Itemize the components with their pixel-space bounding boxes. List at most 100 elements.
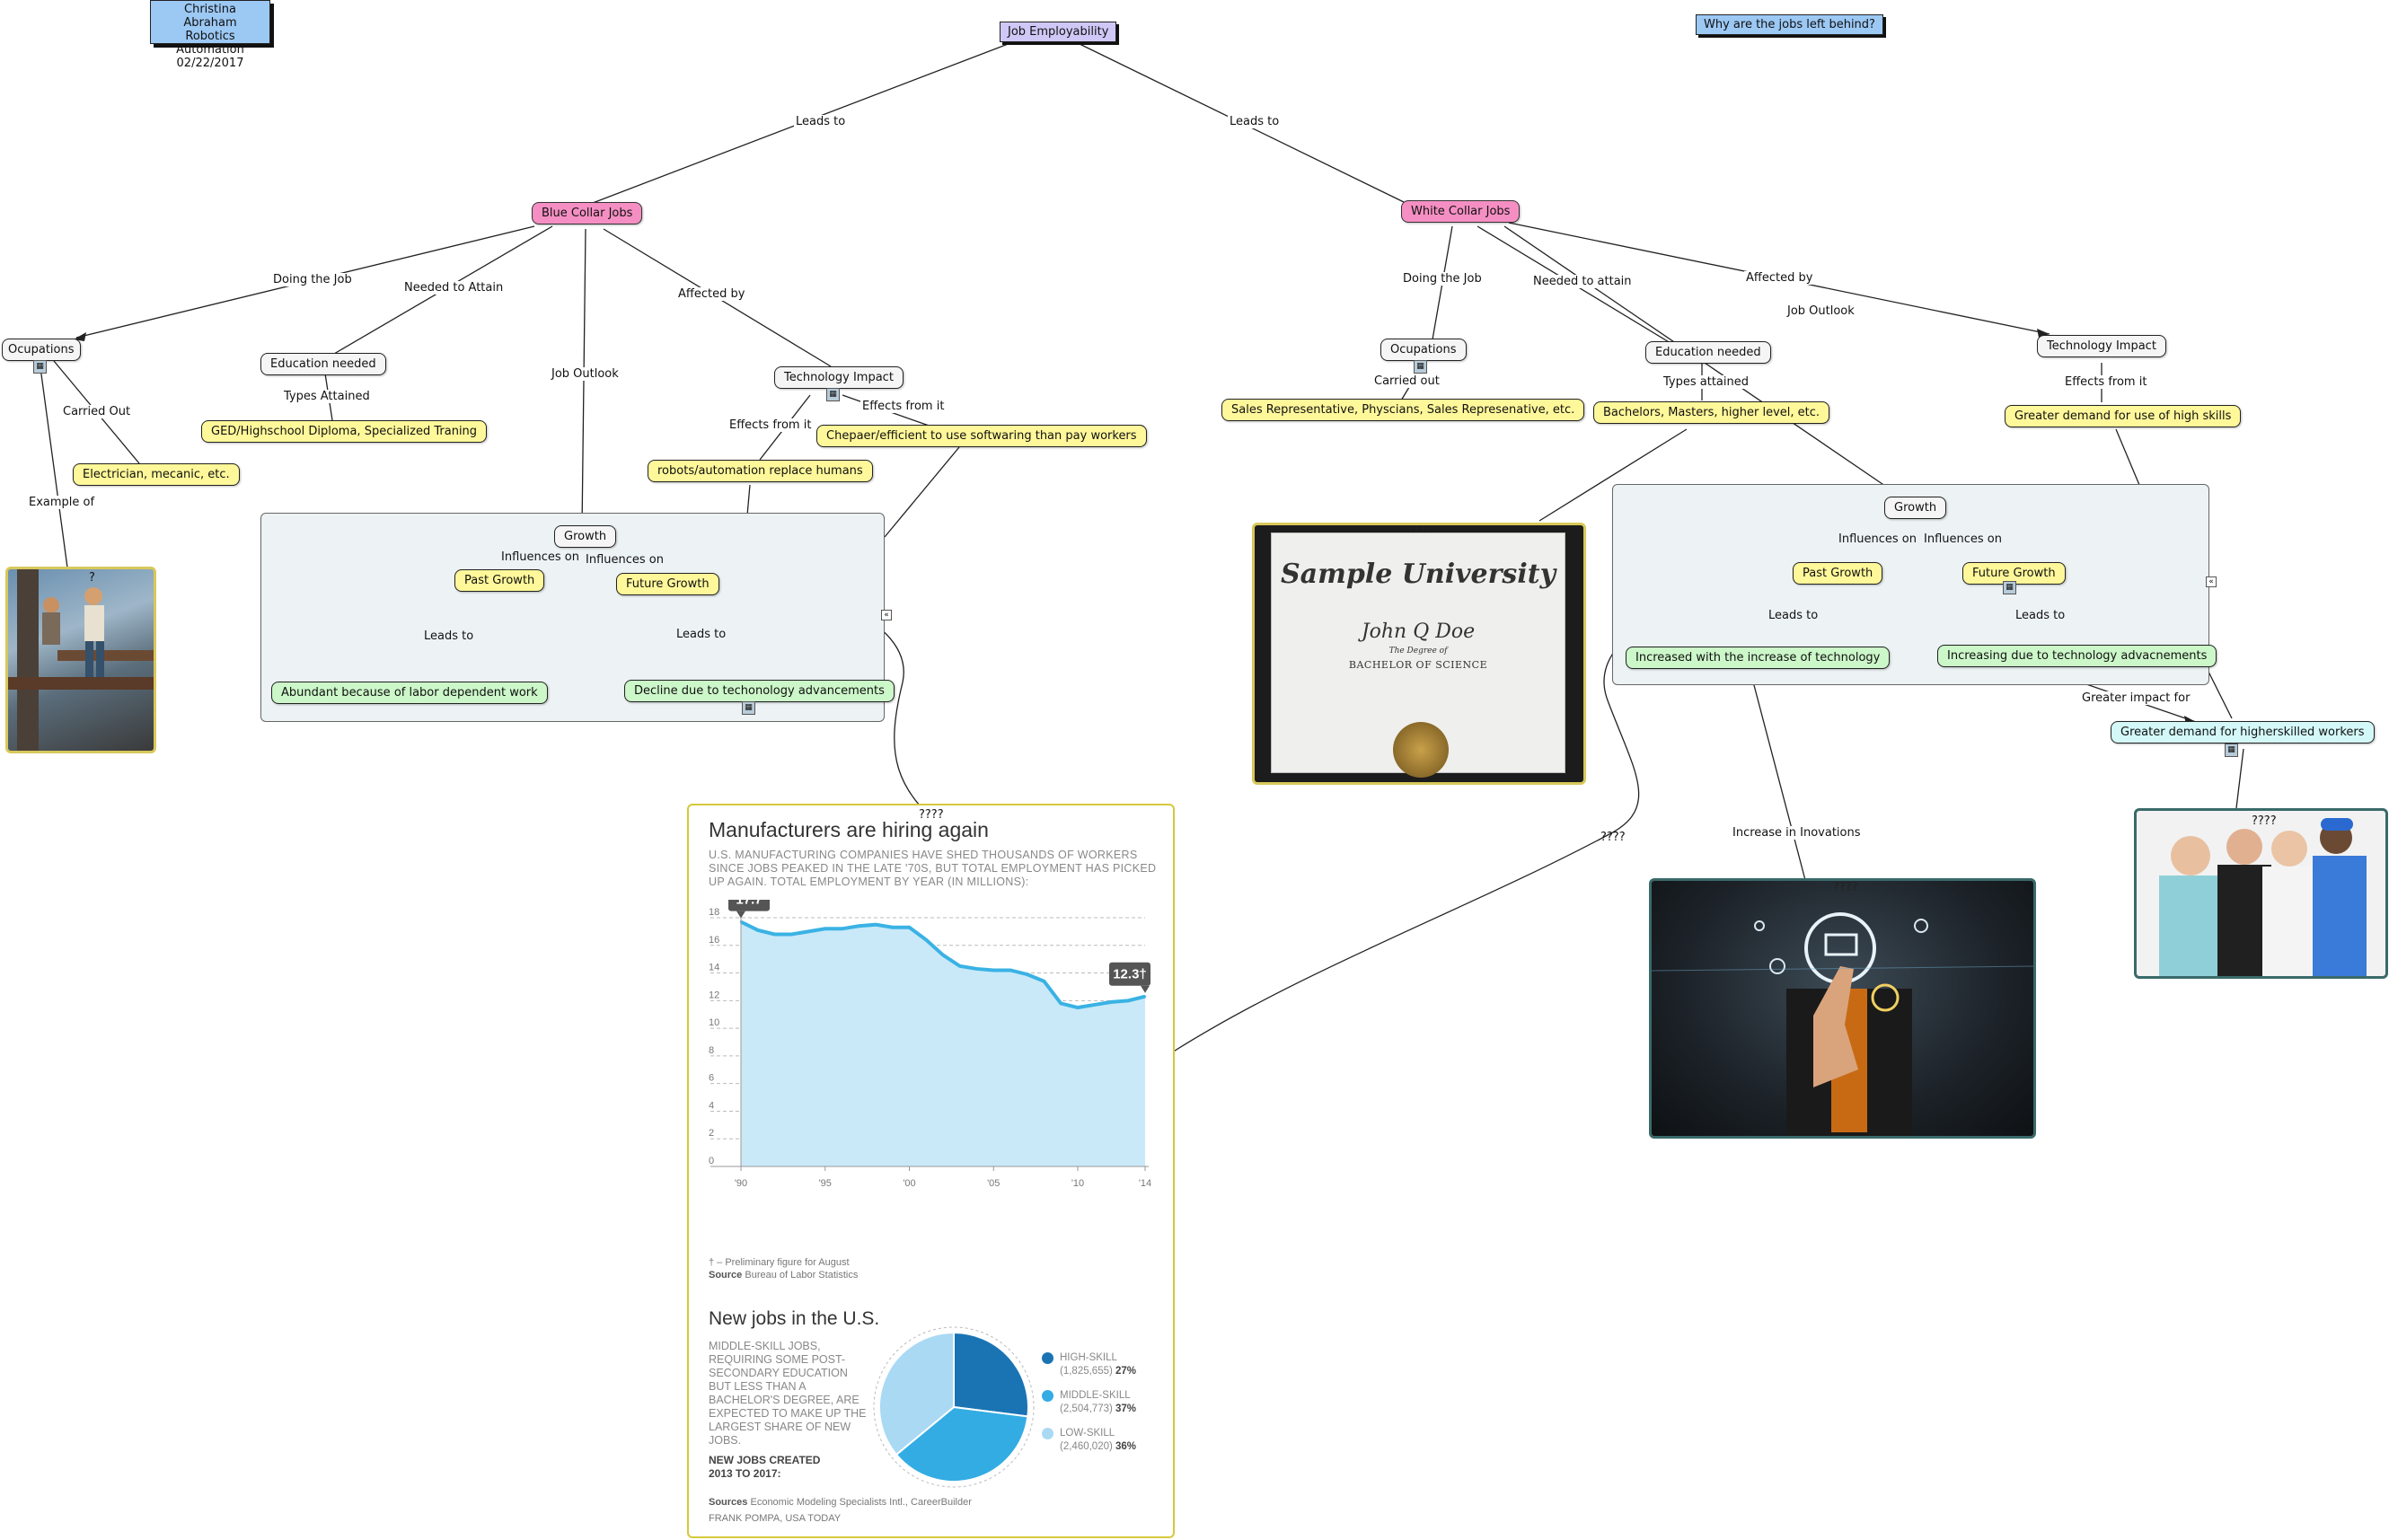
link-label-needed-attain: Needed to Attain bbox=[402, 281, 506, 295]
white-skilled-demand[interactable]: Greater demand for higherskilled workers bbox=[2111, 721, 2375, 744]
data-point bbox=[1026, 972, 1028, 976]
diploma-degree-of: The Degree of bbox=[1388, 647, 1448, 656]
link-label-needed-attain: Needed to attain bbox=[1531, 275, 1634, 288]
author-name: Christina Abraham bbox=[183, 3, 237, 30]
blue-past-growth[interactable]: Past Growth bbox=[454, 569, 545, 592]
white-occupations-node[interactable]: Ocupations bbox=[1380, 339, 1467, 361]
data-point bbox=[1043, 980, 1045, 982]
callout-pointer bbox=[1141, 985, 1150, 993]
link-label-doing-job: Doing the Job bbox=[1401, 272, 1484, 286]
legend-name: HIGH-SKILL bbox=[1060, 1352, 1117, 1363]
pie-slice bbox=[895, 1405, 1029, 1483]
x-tick-label: '14 bbox=[1139, 1178, 1151, 1189]
x-tick-label: '90 bbox=[735, 1178, 747, 1189]
blue-carried-out-value[interactable]: Electrician, mecanic, etc. bbox=[73, 463, 240, 486]
unknown-label: ???? bbox=[919, 808, 944, 822]
white-growth-node[interactable]: Growth bbox=[1884, 497, 1947, 519]
diploma-university: Sample University bbox=[1280, 559, 1556, 590]
white-education-value[interactable]: Bachelors, Masters, higher level, etc. bbox=[1593, 401, 1830, 424]
construction-worker-photo[interactable]: ? bbox=[5, 567, 156, 753]
white-education-node[interactable]: Education needed bbox=[1645, 341, 1771, 364]
unknown-label: ???? bbox=[1600, 831, 1626, 844]
white-past-growth[interactable]: Past Growth bbox=[1793, 562, 1883, 585]
blue-growth-node[interactable]: Growth bbox=[554, 525, 617, 548]
blue-future-result[interactable]: Decline due to techonology advancements bbox=[624, 680, 895, 702]
employment-area-chart: 024681012141618'90'95'00'05'10'1417.712.… bbox=[709, 900, 1151, 1189]
link-label-leads-to: Leads to bbox=[424, 629, 474, 643]
data-point bbox=[1143, 995, 1147, 998]
unknown-label: ???? bbox=[2252, 814, 2277, 828]
legend-name: MIDDLE-SKILL bbox=[1060, 1390, 1131, 1401]
white-future-result[interactable]: Increasing due to technology advacnement… bbox=[1937, 645, 2217, 667]
resource-icon[interactable]: ▦ bbox=[33, 360, 47, 374]
white-tech-effect[interactable]: Greater demand for use of high skills bbox=[2005, 405, 2242, 427]
resource-icon[interactable]: ▦ bbox=[2003, 581, 2016, 594]
link-label-effects: Effects from it bbox=[860, 400, 947, 413]
blue-tech-effect-cheaper[interactable]: Chepaer/efficient to use softwaring than… bbox=[816, 425, 1147, 447]
data-point bbox=[824, 928, 826, 930]
callout-label: 12.3† bbox=[1113, 967, 1147, 982]
white-technology-node[interactable]: Technology Impact bbox=[2037, 335, 2166, 357]
blue-education-node[interactable]: Education needed bbox=[260, 353, 386, 375]
workers-group-photo[interactable]: ???? bbox=[2134, 808, 2388, 979]
white-collar-jobs-node[interactable]: White Collar Jobs bbox=[1401, 200, 1521, 223]
author-info-box[interactable]: Christina Abraham Robotics Automation 02… bbox=[150, 0, 270, 70]
link-label-leads-to: Leads to bbox=[1768, 609, 1819, 622]
callout-box bbox=[1109, 962, 1150, 986]
source-value: Bureau of Labor Statistics bbox=[745, 1270, 859, 1280]
collapse-icon[interactable]: « bbox=[881, 610, 892, 620]
link-label-job-outlook: Job Outlook bbox=[1785, 304, 1856, 318]
technology-touch-photo[interactable]: ???? bbox=[1649, 878, 2036, 1139]
diploma-degree: BACHELOR OF SCIENCE bbox=[1348, 659, 1488, 671]
link-label-influences: Influences on bbox=[1924, 532, 2002, 546]
data-point bbox=[790, 933, 793, 936]
callout-box bbox=[728, 900, 770, 911]
resource-icon[interactable]: ▦ bbox=[2225, 744, 2238, 757]
legend-item: HIGH-SKILL(1,825,655) 27% bbox=[1042, 1351, 1168, 1386]
pie-caption: NEW JOBS CREATED 2013 TO 2017: bbox=[709, 1454, 821, 1480]
data-point bbox=[992, 969, 995, 972]
data-point bbox=[941, 954, 945, 956]
white-past-result[interactable]: Increased with the increase of technolog… bbox=[1626, 647, 1891, 669]
root-concept[interactable]: Job Employability bbox=[1000, 22, 1117, 42]
data-point bbox=[908, 926, 911, 928]
blue-occupations-node[interactable]: Ocupations bbox=[2, 339, 81, 361]
unknown-label: ???? bbox=[1833, 881, 1858, 894]
resource-icon[interactable]: ▦ bbox=[826, 388, 840, 401]
data-point bbox=[1127, 999, 1130, 1002]
legend-swatch bbox=[1042, 1390, 1053, 1402]
blue-technology-node[interactable]: Technology Impact bbox=[774, 366, 904, 389]
diploma-paper: Sample University John Q Doe The Degree … bbox=[1271, 532, 1565, 778]
x-tick-label: '00 bbox=[903, 1178, 915, 1189]
tech-illustration bbox=[1652, 912, 2033, 1136]
pie-slice bbox=[878, 1331, 955, 1456]
diploma-photo[interactable]: Sample University John Q Doe The Degree … bbox=[1252, 523, 1586, 785]
resource-icon[interactable]: ▦ bbox=[1414, 360, 1427, 374]
white-future-growth[interactable]: Future Growth bbox=[1962, 562, 2066, 585]
data-point bbox=[874, 923, 877, 926]
pie-title: New jobs in the U.S. bbox=[709, 1308, 880, 1329]
resource-icon[interactable]: ▦ bbox=[742, 701, 755, 715]
link-label-affected-by: Affected by bbox=[1744, 271, 1815, 285]
blue-future-growth[interactable]: Future Growth bbox=[616, 573, 719, 595]
manufacturing-infographic[interactable]: Manufacturers are hiring again U.S. MANU… bbox=[687, 804, 1175, 1538]
link-label-increase-innovations: Increase in Inovations bbox=[1731, 826, 1863, 840]
new-jobs-pie-chart bbox=[873, 1326, 1035, 1488]
workers-illustration bbox=[2159, 818, 2367, 976]
question-concept[interactable]: Why are the jobs left behind? bbox=[1696, 14, 1883, 35]
white-carried-out-value[interactable]: Sales Representative, Physcians, Sales R… bbox=[1221, 399, 1585, 421]
link-label-greater-impact: Greater impact for bbox=[2080, 691, 2192, 705]
worker-illustration bbox=[8, 569, 154, 751]
blue-education-value[interactable]: GED/Highschool Diploma, Specialized Tran… bbox=[201, 420, 488, 443]
blue-past-result[interactable]: Abundant because of labor dependent work bbox=[271, 682, 548, 704]
y-tick-label: 18 bbox=[709, 907, 719, 918]
link-label-leads-to: Leads to bbox=[794, 115, 848, 128]
date-label: 02/22/2017 bbox=[176, 57, 244, 70]
blue-collar-jobs-node[interactable]: Blue Collar Jobs bbox=[532, 202, 643, 224]
data-point bbox=[925, 938, 928, 941]
collapse-icon[interactable]: « bbox=[2206, 576, 2217, 587]
pie-description: MIDDLE-SKILL JOBS, REQUIRING SOME POST-S… bbox=[709, 1340, 867, 1447]
blue-tech-effect-robots[interactable]: robots/automation replace humans bbox=[648, 460, 873, 482]
y-tick-label: 6 bbox=[709, 1073, 714, 1084]
y-tick-label: 2 bbox=[709, 1128, 714, 1139]
